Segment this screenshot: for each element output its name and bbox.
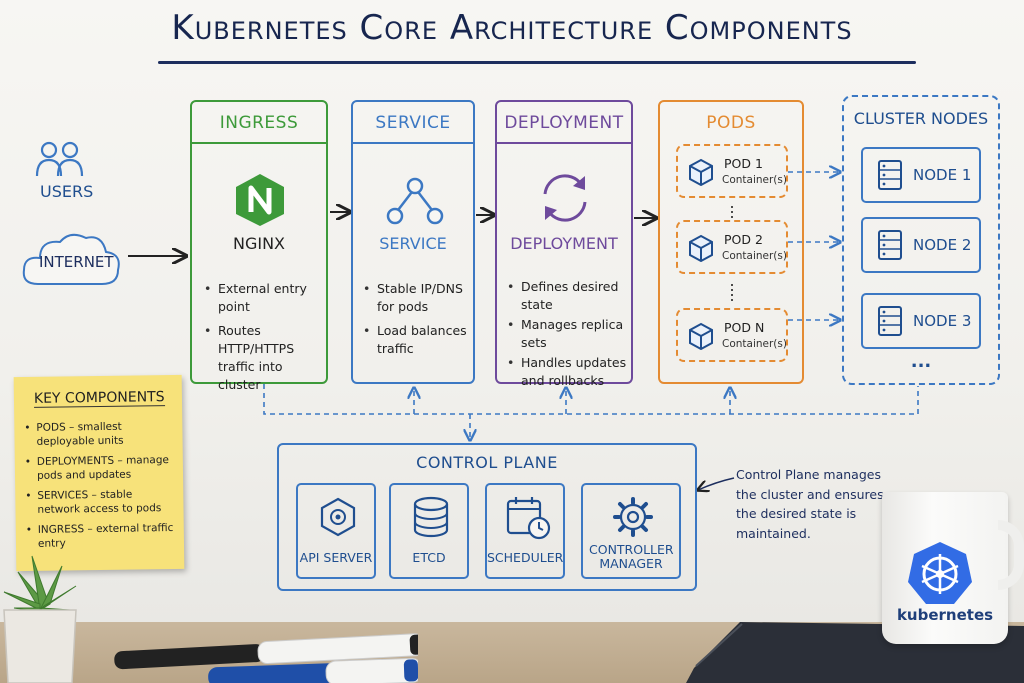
cloud-icon	[22, 233, 120, 285]
cube-icon	[689, 322, 713, 350]
users-icon	[35, 141, 84, 177]
key-components-header: KEY COMPONENTS	[33, 389, 165, 408]
key-components-note: KEY COMPONENTS PODS – smallest deployabl…	[13, 374, 185, 572]
cp-component-label: CONTROLLER MANAGER	[589, 542, 674, 571]
cp-component-label: ETCD	[412, 550, 446, 565]
service-bullets: Stable IP/DNS for pods Load balances tra…	[363, 280, 471, 364]
key-components-list: PODS – smallest deployable units DEPLOYM…	[24, 419, 178, 557]
ingress-header: INGRESS	[192, 102, 326, 144]
cube-icon	[689, 158, 713, 186]
key-item: PODS – smallest deployable units	[24, 419, 176, 449]
node-label: NODE 2	[913, 236, 972, 254]
node-card: NODE 3	[861, 293, 981, 349]
cluster-header: CLUSTER NODES	[853, 109, 989, 128]
service-header: SERVICE	[353, 102, 473, 144]
control-plane-header: CONTROL PLANE	[416, 453, 558, 472]
pod-containers: Container(s)	[722, 174, 787, 186]
pod-card: POD 2 Container(s)	[676, 220, 788, 274]
cube-icon	[689, 234, 713, 262]
cp-component-scheduler: SCHEDULER	[485, 483, 565, 579]
key-term: PODS	[36, 421, 66, 434]
network-icon	[386, 177, 444, 225]
internet-label: INTERNET	[39, 253, 114, 271]
pod-name: POD 2	[724, 232, 763, 247]
key-item: INGRESS – external traffic entry	[26, 521, 178, 551]
service-bullet: Load balances traffic	[363, 322, 471, 358]
server-icon	[878, 230, 902, 260]
cp-component-controller-manager: CONTROLLER MANAGER	[581, 483, 681, 579]
nginx-icon	[236, 174, 284, 226]
cluster-nodes-box: CLUSTER NODES NODE 1 NODE 2 NODE 3 ...	[842, 95, 1000, 385]
pod-card: POD 1 Container(s)	[676, 144, 788, 198]
pods-header: PODS	[706, 113, 756, 133]
service-box: SERVICE SERVICE Stable IP/DNS for pods L…	[351, 100, 475, 384]
ingress-bullet: Routes HTTP/HTTPS traffic into cluster	[204, 322, 324, 394]
deployment-bullet: Handles updates and rollbacks	[507, 354, 631, 390]
ingress-name: NGINX	[232, 234, 285, 253]
key-item: SERVICES – stable network access to pods	[25, 487, 177, 517]
key-item: DEPLOYMENTS – manage pods and updates	[25, 453, 177, 483]
plant-icon	[3, 555, 77, 683]
server-icon	[878, 160, 902, 190]
deployment-bullets: Defines desired state Manages replica se…	[507, 278, 631, 396]
more-nodes: ...	[910, 351, 932, 372]
cp-component-etcd: ETCD	[389, 483, 469, 579]
cp-component-label: SCHEDULER	[487, 550, 564, 565]
service-bullet: Stable IP/DNS for pods	[363, 280, 471, 316]
sync-icon	[543, 174, 587, 222]
pods-box: PODS POD 1 Container(s) POD 2 Container(…	[658, 100, 804, 384]
calendar-clock-icon	[506, 497, 551, 540]
database-icon	[413, 496, 449, 538]
key-term: INGRESS	[37, 523, 85, 536]
kubernetes-logo-icon	[908, 542, 972, 604]
key-term: DEPLOYMENTS	[36, 454, 115, 468]
node-card: NODE 2	[861, 217, 981, 273]
deployment-bullet: Manages replica sets	[507, 316, 631, 352]
markers-icon	[114, 633, 418, 683]
control-plane-note: Control Plane manages the cluster and en…	[736, 467, 884, 541]
deployment-header: DEPLOYMENT	[497, 102, 631, 144]
control-plane-box: CONTROL PLANE API SERVER ETCD SCHEDULER …	[277, 443, 697, 591]
pod-card: POD N Container(s)	[676, 308, 788, 362]
mug-handle	[998, 520, 1024, 590]
users-label: USERS	[40, 182, 94, 201]
kubernetes-mug: kubernetes	[882, 492, 1008, 644]
ingress-bullets: External entry point Routes HTTP/HTTPS t…	[204, 280, 324, 400]
pod-containers: Container(s)	[722, 250, 787, 262]
title-underline	[158, 61, 916, 64]
deployment-bullet: Defines desired state	[507, 278, 631, 314]
note-arrow	[698, 477, 735, 490]
page-title: Kubernetes Core Architecture Components	[171, 8, 853, 48]
cp-component-api-server: API SERVER	[296, 483, 376, 579]
pod-containers: Container(s)	[722, 338, 787, 350]
service-name: SERVICE	[379, 234, 447, 253]
dashed-control-bus	[263, 384, 919, 415]
deployment-name: DEPLOYMENT	[510, 234, 618, 253]
deployment-box: DEPLOYMENT DEPLOYMENT Defines desired st…	[495, 100, 633, 388]
gear-icon	[613, 497, 653, 537]
cp-component-label: API SERVER	[299, 550, 373, 565]
ingress-box: INGRESS NGINX External entry point Route…	[190, 100, 328, 392]
mug-label: kubernetes	[896, 606, 994, 624]
ingress-bullet: External entry point	[204, 280, 324, 316]
key-term: SERVICES	[37, 489, 89, 502]
api-icon	[320, 497, 356, 537]
pod-name: POD 1	[724, 156, 763, 171]
node-card: NODE 1	[861, 147, 981, 203]
server-icon	[878, 306, 902, 336]
node-label: NODE 1	[913, 166, 972, 184]
node-label: NODE 3	[913, 312, 972, 330]
pod-name: POD N	[724, 320, 765, 335]
